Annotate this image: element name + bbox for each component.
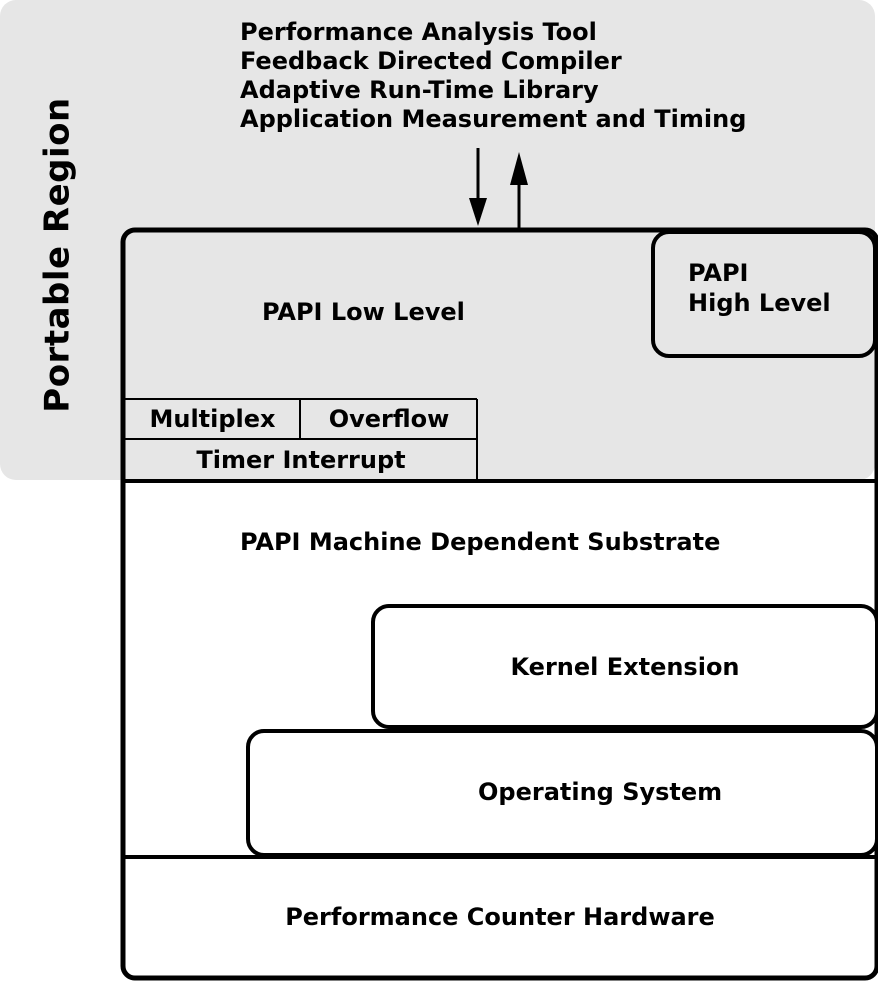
tool-list: Performance Analysis Tool Feedback Direc… (240, 18, 746, 134)
papi-low-level-label: PAPI Low Level (262, 298, 465, 326)
timer-interrupt-label: Timer Interrupt (196, 446, 406, 474)
multiplex-overflow-timer-grid (125, 398, 478, 480)
substrate-label: PAPI Machine Dependent Substrate (240, 528, 721, 556)
kernel-extension-label: Kernel Extension (510, 652, 740, 681)
kernel-extension-box (371, 604, 878, 729)
operating-system-label: Operating System (478, 778, 723, 806)
papi-high-level-box (651, 230, 877, 358)
overflow-label: Overflow (328, 405, 450, 433)
tool-performance-analysis: Performance Analysis Tool (240, 18, 597, 46)
tool-feedback-compiler: Feedback Directed Compiler (240, 47, 622, 75)
tool-measurement-timing: Application Measurement and Timing (240, 105, 747, 133)
hardware-label: Performance Counter Hardware (285, 903, 715, 931)
multiplex-label: Multiplex (149, 405, 276, 433)
tool-runtime-library: Adaptive Run-Time Library (240, 76, 599, 104)
papi-high-level-label: PAPI High Level (688, 259, 831, 317)
papi-outer-box (120, 227, 878, 981)
up-arrow (510, 152, 528, 228)
down-arrow (469, 148, 487, 226)
